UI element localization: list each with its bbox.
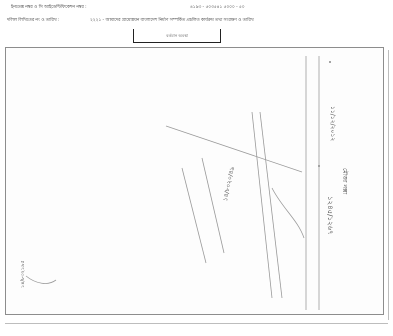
left-scribble [25, 275, 57, 284]
map-curve [271, 187, 305, 239]
stamp-box: বর্তমান অবস্থা [133, 29, 221, 43]
scan-dot-1 [329, 61, 331, 63]
map-boundary-line-3 [181, 167, 207, 264]
stamp-box-left-edge [133, 29, 134, 43]
deed-number-value: ২২২১ - আমাদের গ্রামোন্নয়ন বাংলাদেশ নির্… [90, 18, 254, 23]
map-boundary-line-1 [251, 111, 273, 299]
stamp-box-right-edge [220, 29, 221, 43]
map-plot-number: ১২৪৫/১২৬৭ [326, 196, 334, 235]
index-number-label: ইনডেক্স নম্বর ও সি আইডেন্টিফিকেশন নম্বর … [11, 5, 87, 10]
stamp-box-label: বর্তমান অবস্থা [166, 33, 188, 38]
left-margin-note: ১৪/৮৩২১৯৫ [20, 260, 26, 288]
map-title: মৌজা নক্সা [341, 168, 348, 195]
map-boundary-line-4 [201, 157, 225, 254]
right-rule [388, 50, 389, 320]
scan-dot-2 [318, 165, 320, 167]
scan-drawing [25, 56, 331, 310]
scanned-document: মৌজা নক্সা ১১/১২/২০১২ ১২৪৫/১২৬৭ ১৪/৮০২০/… [5, 47, 384, 315]
map-date: ১১/১২/২০১২ [329, 106, 336, 142]
deed-number-label: দলিল লিখিতের নং ও তারিখ : [7, 18, 60, 23]
bottom-rule [5, 323, 388, 324]
map-boundary-line-2 [259, 111, 283, 299]
map-plot-line [165, 125, 303, 173]
index-number-value: ৪১৯৩ - ৫০৩৫৪১ ৫০০০ - ৫০ [190, 5, 245, 10]
